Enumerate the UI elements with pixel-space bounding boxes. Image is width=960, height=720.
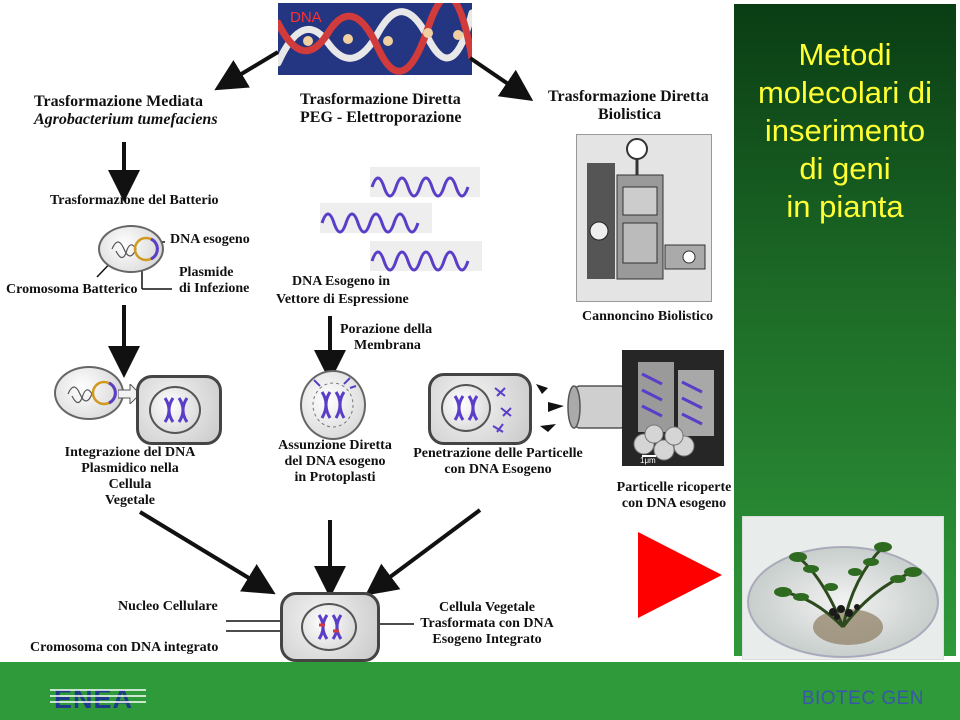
protoplast-chromosome-icon [312, 377, 357, 428]
cromosoma-batterico-label: Cromosoma Batterico [6, 282, 138, 297]
dna-vectors-icon [320, 167, 482, 272]
arrow-right-merge [365, 508, 482, 596]
peg-heading: Trasformazione Diretta PEG - Elettropora… [300, 91, 461, 128]
dna-banner-image: DNA [278, 3, 472, 75]
trasformata-line: Cellula Vegetale [438, 600, 536, 615]
nucleus [149, 386, 201, 434]
arrow-to-agro [214, 50, 280, 91]
title-line: Metodi [798, 37, 892, 72]
peg-title: Trasformazione Diretta [300, 91, 461, 108]
agro-heading: Trasformazione Mediata Agrobacterium tum… [34, 93, 218, 130]
plasmide-line: di Infezione [179, 281, 250, 297]
batterio-label: Trasformazione del Batterio [50, 193, 219, 208]
agro-subtitle: Agrobacterium tumefaciens [34, 111, 218, 129]
chromosome-icon [163, 397, 189, 423]
enea-logo: ENEA [50, 682, 146, 714]
particelle-label: Particelle ricoperte con DNA esogeno [616, 480, 732, 512]
integrazione-line: Integrazione del DNA [64, 445, 196, 460]
vettore-label: DNA Esogeno in [286, 274, 396, 290]
integrazione-line: Vegetale [104, 493, 156, 509]
integrazione-line: Plasmidico nella Cellula [81, 461, 179, 493]
integrazione-label: Integrazione del DNA Plasmidico nella Ce… [64, 445, 196, 509]
title-line: in pianta [786, 189, 904, 224]
chromosome-icon [453, 395, 479, 421]
scale-bar-label: 1μm [640, 456, 656, 465]
cannoncino-label: Cannoncino Biolistico [582, 309, 714, 324]
particles-micrograph: 1μm [622, 350, 724, 466]
play-arrow-icon[interactable] [634, 530, 726, 620]
particelle-line: con DNA esogeno [621, 496, 727, 512]
bacterium-cell-2 [54, 366, 124, 420]
transfer-arrow-icon [118, 384, 140, 404]
diagram-arrows [96, 50, 627, 632]
dna-esogeno-label: DNA esogeno [170, 232, 250, 247]
bacterium-cell [98, 225, 164, 273]
gene-gun-photo [576, 134, 712, 302]
penetrazione-line: con DNA Esogeno [444, 462, 552, 478]
trasformata-line: Esogeno Integrato [432, 632, 542, 648]
agro-title: Trasformazione Mediata [34, 93, 203, 110]
particelle-line: Particelle ricoperte [616, 480, 732, 495]
assunzione-line: Assunzione Diretta [278, 438, 392, 453]
penetrazione-label: Penetrazione delle Particelle con DNA Es… [412, 446, 584, 478]
slide-title: Metodi molecolari di inserimento di geni… [734, 36, 956, 226]
enea-logo-text: ENEA [54, 684, 133, 714]
transformed-plant-photo [742, 516, 944, 660]
trasformata-line: Trasformata con DNA [420, 616, 554, 632]
porazione-label: Porazione della Membrana [340, 322, 432, 354]
protoplast [300, 370, 366, 440]
plant-cell-biolistic [428, 373, 532, 445]
coated-particles-icon [622, 350, 724, 466]
nucleus [441, 384, 491, 432]
bio-heading: Trasformazione Diretta Biolistica [548, 88, 709, 125]
gene-gun-icon [577, 135, 711, 301]
bio-title: Trasformazione Diretta [548, 88, 709, 105]
nucleus [301, 603, 357, 651]
brand-label: BIOTEC GEN [801, 688, 924, 709]
nucleo-label: Nucleo Cellulare [118, 599, 218, 614]
penetrazione-line: Penetrazione delle Particelle [413, 446, 583, 461]
assunzione-line: in Protoplasti [294, 470, 376, 486]
porazione-line: Membrana [354, 338, 421, 354]
bacterium-plasmid-icon [67, 380, 117, 406]
plasmide-label: Plasmide di Infezione [179, 265, 249, 297]
integrated-chromosome-icon [317, 614, 343, 640]
bacterium-chromosome-icon [111, 236, 159, 262]
title-line: molecolari di [757, 75, 932, 110]
assunzione-line: del DNA esogeno [284, 454, 386, 470]
bio-subtitle: Biolistica [598, 106, 662, 124]
footer-bar: ENEA BIOTEC GEN [0, 662, 960, 720]
assunzione-label: Assunzione Diretta del DNA esogeno in Pr… [278, 438, 392, 486]
plant-in-dish-image [743, 517, 943, 659]
peg-subtitle: PEG - Elettroporazione [300, 109, 462, 127]
dna-helix-icon [278, 3, 472, 75]
plasmide-line: Plasmide [179, 265, 234, 280]
transformed-plant-cell [280, 592, 380, 662]
arrow-to-biolistica [468, 56, 534, 101]
title-line: inserimento [764, 113, 926, 148]
particles-icon [492, 387, 512, 433]
arrow-left-merge [138, 510, 276, 595]
cromosoma-integrato-label: Cromosoma con DNA integrato [30, 640, 219, 655]
trasformata-label: Cellula Vegetale Trasformata con DNA Eso… [416, 600, 558, 648]
porazione-line: Porazione della [340, 322, 433, 337]
title-line: di geni [799, 151, 891, 186]
dna-label: DNA [290, 9, 322, 26]
plant-cell-agro [136, 375, 222, 445]
vettore-line: DNA Esogeno in [291, 274, 391, 289]
vettore-label-2: Vettore di Espressione [276, 292, 409, 307]
enea-logo-icon: ENEA [50, 682, 146, 714]
